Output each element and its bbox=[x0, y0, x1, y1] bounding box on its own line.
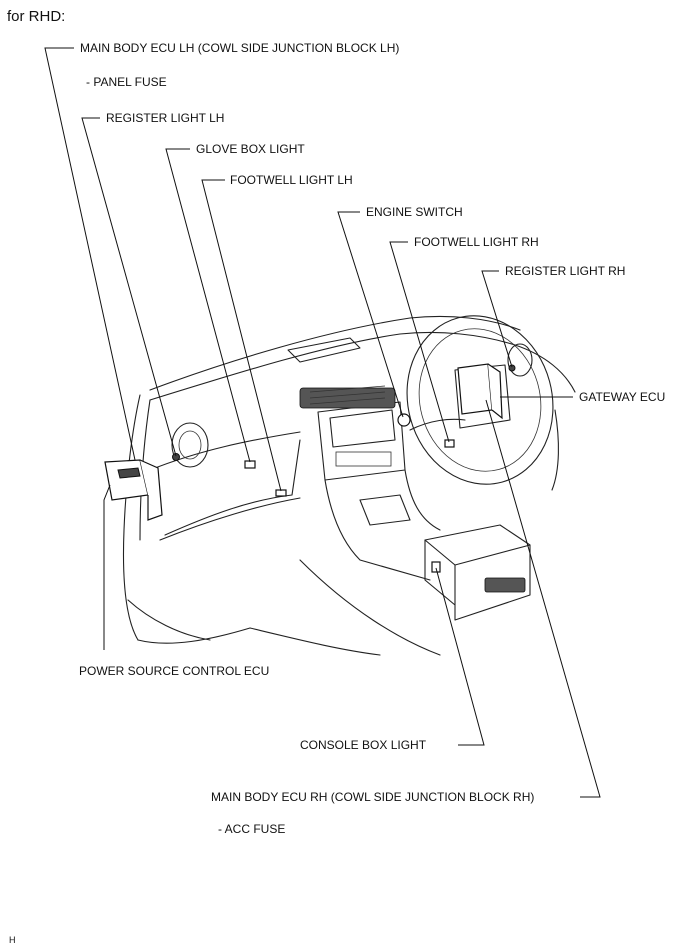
leader-lines bbox=[44, 47, 601, 798]
label-power-source-control-ecu: POWER SOURCE CONTROL ECU bbox=[79, 664, 269, 678]
label-engine-switch: ENGINE SWITCH bbox=[366, 205, 463, 219]
label-panel-fuse: - PANEL FUSE bbox=[86, 75, 167, 89]
label-footwell-light-rh: FOOTWELL LIGHT RH bbox=[414, 235, 539, 249]
diagram-heading: for RHD: bbox=[7, 8, 65, 25]
label-gateway-ecu: GATEWAY ECU bbox=[579, 390, 665, 404]
label-acc-fuse: - ACC FUSE bbox=[218, 822, 285, 836]
leader-engine-switch bbox=[337, 211, 404, 418]
leader-register-light-rh bbox=[481, 270, 513, 368]
label-footwell-light-lh: FOOTWELL LIGHT LH bbox=[230, 173, 353, 187]
label-console-box-light: CONSOLE BOX LIGHT bbox=[300, 738, 427, 752]
leader-footwell-light-rh bbox=[389, 241, 450, 443]
leader-power-source-control-ecu bbox=[103, 484, 111, 650]
leader-register-light-lh bbox=[81, 117, 177, 457]
label-main-body-ecu-lh: MAIN BODY ECU LH (COWL SIDE JUNCTION BLO… bbox=[80, 41, 399, 55]
leader-footwell-light-lh bbox=[201, 179, 282, 492]
leader-glove-box-light bbox=[165, 148, 251, 463]
component-parts bbox=[104, 363, 516, 573]
leader-main-body-ecu-rh bbox=[485, 399, 601, 798]
label-glove-box-light: GLOVE BOX LIGHT bbox=[196, 142, 305, 156]
label-layer: for RHD: MAIN BODY ECU LH (COWL SIDE JUN… bbox=[7, 8, 665, 945]
dashboard-illustration bbox=[122, 315, 576, 656]
label-main-body-ecu-rh: MAIN BODY ECU RH (COWL SIDE JUNCTION BLO… bbox=[211, 790, 534, 804]
leader-main-body-ecu-lh bbox=[44, 47, 136, 461]
label-register-light-lh: REGISTER LIGHT LH bbox=[106, 111, 224, 125]
corner-mark: H bbox=[9, 935, 16, 945]
label-register-light-rh: REGISTER LIGHT RH bbox=[505, 264, 625, 278]
leader-console-box-light bbox=[435, 567, 485, 746]
